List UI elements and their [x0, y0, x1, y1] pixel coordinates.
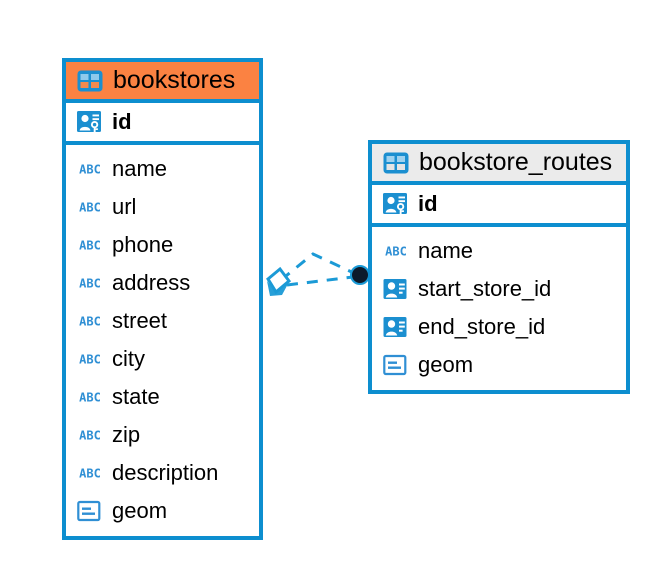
- abc-text-icon: ABC: [77, 275, 103, 291]
- svg-text:ABC: ABC: [79, 467, 101, 481]
- field-label: name: [112, 156, 168, 181]
- relationship-line-lower: [286, 275, 354, 287]
- abc-text-icon: ABC: [383, 243, 409, 259]
- table-icon: [77, 70, 103, 92]
- field-row-name[interactable]: ABC name: [66, 150, 259, 188]
- foreign-key-icon: [383, 316, 409, 338]
- field-label: city: [112, 346, 145, 371]
- entity-title: bookstores: [113, 66, 236, 94]
- field-list-bookstores: ABC name ABC url ABC pho: [66, 145, 259, 536]
- svg-text:ABC: ABC: [79, 277, 101, 291]
- field-label: address: [112, 270, 191, 295]
- svg-text:ABC: ABC: [79, 391, 101, 405]
- primary-key-group-bookstore-routes: id: [372, 185, 626, 227]
- svg-text:ABC: ABC: [79, 353, 101, 367]
- field-label: id: [112, 109, 132, 134]
- field-label: start_store_id: [418, 276, 552, 301]
- geometry-icon: [383, 354, 409, 376]
- primary-key-group-bookstores: id: [66, 103, 259, 145]
- field-row-geom[interactable]: geom: [372, 346, 626, 384]
- field-row-zip[interactable]: ABC zip: [66, 416, 259, 454]
- svg-text:ABC: ABC: [79, 163, 101, 177]
- field-label: street: [112, 308, 168, 333]
- field-row-geom[interactable]: geom: [66, 492, 259, 530]
- field-label: zip: [112, 422, 141, 447]
- field-label: end_store_id: [418, 314, 546, 339]
- entity-header-bookstore-routes[interactable]: bookstore_routes: [372, 144, 626, 185]
- primary-key-icon: [383, 192, 409, 216]
- field-row-state[interactable]: ABC state: [66, 378, 259, 416]
- relationship-line-upper: [280, 252, 357, 282]
- geometry-icon: [77, 500, 103, 522]
- entity-title: bookstore_routes: [419, 148, 613, 176]
- field-row-start-store-id[interactable]: start_store_id: [372, 270, 626, 308]
- entity-bookstores[interactable]: bookstores id: [62, 58, 263, 540]
- field-row-street[interactable]: ABC street: [66, 302, 259, 340]
- entity-bookstore-routes[interactable]: bookstore_routes id: [368, 140, 630, 394]
- svg-text:ABC: ABC: [79, 429, 101, 443]
- foreign-key-icon: [383, 278, 409, 300]
- svg-text:ABC: ABC: [79, 315, 101, 329]
- field-label: geom: [418, 352, 474, 377]
- abc-text-icon: ABC: [77, 313, 103, 329]
- field-row-phone[interactable]: ABC phone: [66, 226, 259, 264]
- table-icon: [383, 152, 409, 174]
- field-row-address[interactable]: ABC address: [66, 264, 259, 302]
- field-label: geom: [112, 498, 168, 523]
- field-label: description: [112, 460, 219, 485]
- svg-text:ABC: ABC: [79, 201, 101, 215]
- diamond-marker: [266, 266, 292, 296]
- field-label: state: [112, 384, 160, 409]
- primary-key-icon: [77, 110, 103, 134]
- abc-text-icon: ABC: [77, 199, 103, 215]
- field-row-city[interactable]: ABC city: [66, 340, 259, 378]
- field-label: id: [418, 191, 438, 216]
- field-row-description[interactable]: ABC description: [66, 454, 259, 492]
- field-label: url: [112, 194, 137, 219]
- field-label: phone: [112, 232, 174, 257]
- svg-text:ABC: ABC: [79, 239, 101, 253]
- filled-circle-marker: [350, 265, 370, 285]
- abc-text-icon: ABC: [77, 237, 103, 253]
- abc-text-icon: ABC: [77, 427, 103, 443]
- abc-text-icon: ABC: [77, 351, 103, 367]
- field-list-bookstore-routes: ABC name start_store_id: [372, 227, 626, 390]
- field-row-end-store-id[interactable]: end_store_id: [372, 308, 626, 346]
- svg-text:ABC: ABC: [385, 245, 407, 259]
- field-row-url[interactable]: ABC url: [66, 188, 259, 226]
- abc-text-icon: ABC: [77, 389, 103, 405]
- abc-text-icon: ABC: [77, 161, 103, 177]
- entity-header-bookstores[interactable]: bookstores: [66, 62, 259, 103]
- field-row-id[interactable]: id: [66, 103, 259, 141]
- field-label: name: [418, 238, 474, 263]
- field-row-name[interactable]: ABC name: [372, 232, 626, 270]
- abc-text-icon: ABC: [77, 465, 103, 481]
- field-row-id[interactable]: id: [372, 185, 626, 223]
